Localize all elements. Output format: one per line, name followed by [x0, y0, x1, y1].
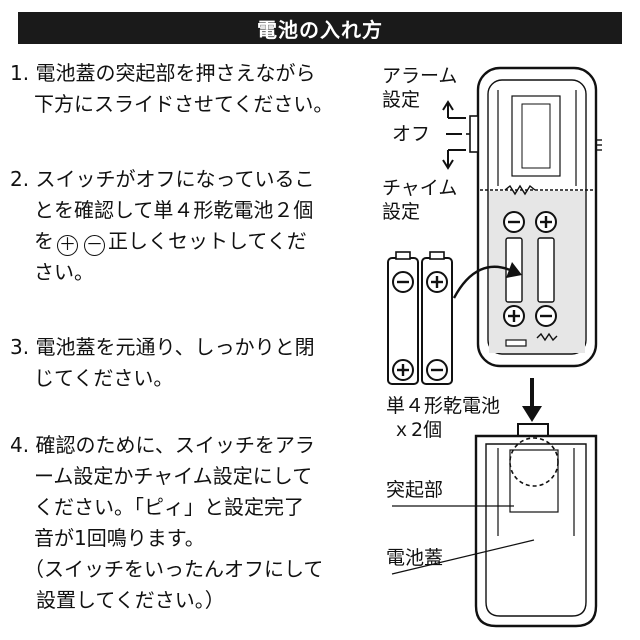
top-spring-icon [504, 184, 536, 196]
plus-circle-icon: ＋ [57, 235, 78, 256]
side-switch-icon [469, 115, 479, 153]
step-3-line-2: じてください。 [34, 366, 174, 390]
step-3: 3. 電池蓋を元通り、しっかりと閉 じてください。 [10, 332, 355, 394]
compartment-shading [489, 191, 585, 353]
alarm-label-line-1: アラーム [382, 65, 458, 87]
compartment-polarity-marks [503, 211, 557, 327]
insert-arrow-curve [452, 265, 511, 299]
section-title-text: 電池の入れ方 [257, 17, 383, 42]
alarm-label-line-2: 設定 [382, 89, 421, 111]
step-1: 1. 電池蓋の突起部を押さえながら 下方にスライドさせてください。 [10, 58, 355, 120]
step-2-line-3: を＋ －正しくセットしてくだ [10, 226, 355, 257]
battery-label-line-2: ｘ2個 [392, 419, 443, 441]
step-4-line-4: 音が1回鳴ります。 [34, 526, 205, 550]
step-1-line-1: 1. 電池蓋の突起部を押さえながら [10, 61, 316, 85]
alarm-label: アラーム 設定 [382, 64, 457, 112]
chime-label-line-2: 設定 [382, 201, 421, 223]
off-label: オフ [392, 123, 431, 145]
step-2-line-3b: 正しくセットしてくだ [108, 229, 307, 253]
step-4-line-5: （スイッチをいったんオフにして [24, 557, 324, 581]
cover-label: 電池蓋 [386, 547, 444, 569]
protrusion-label: 突起部 [386, 479, 444, 501]
battery-label-line-1: 単４形乾電池 [386, 395, 501, 417]
step-1-line-2: 下方にスライドさせてください。 [34, 92, 334, 116]
device-open-compartment [476, 66, 598, 368]
section-title: 電池の入れ方 [18, 12, 622, 44]
step-2-line-2: とを確認して単４形乾電池２個 [34, 198, 314, 222]
step-4-line-2: ーム設定かチャイム設定にして [34, 464, 313, 488]
vent-marks [596, 139, 602, 151]
device-inner-outline [487, 79, 587, 355]
device-with-cover [474, 423, 598, 628]
step-3-line-1: 3. 電池蓋を元通り、しっかりと閉 [10, 335, 315, 359]
chime-label-line-1: チャイム [382, 177, 458, 199]
step-2-line-4: さい。 [34, 260, 94, 284]
loose-batteries [387, 251, 453, 385]
step-2-line-1: 2. スイッチがオフになっているこ [10, 167, 315, 191]
step-4-line-3: ください。「ピィ」と設定完了 [34, 495, 304, 519]
chime-label: チャイム 設定 [382, 176, 457, 224]
device-outline [476, 66, 598, 368]
minus-circle-icon: － [84, 235, 105, 256]
step-2-line-3a: を [34, 229, 54, 253]
step-4: 4. 確認のために、スイッチをアラ ーム設定かチャイム設定にして ください。「ピ… [10, 430, 355, 616]
bottom-spring-icon [536, 332, 558, 342]
down-arrow-icon [522, 406, 542, 422]
battery-label: 単４形乾電池 ｘ2個 [386, 394, 500, 442]
cover-leader [391, 539, 535, 575]
protrusion-highlight [509, 437, 559, 487]
step-4-line-6: 設置してください。） [36, 588, 225, 612]
switch-direction-arrows [442, 100, 466, 170]
step-4-line-1: 4. 確認のために、スイッチをアラ [10, 433, 315, 457]
insert-arrow-head-icon [506, 262, 522, 278]
step-2: 2. スイッチがオフになっているこ とを確認して単４形乾電池２個 を＋ －正しくセ… [10, 164, 355, 288]
